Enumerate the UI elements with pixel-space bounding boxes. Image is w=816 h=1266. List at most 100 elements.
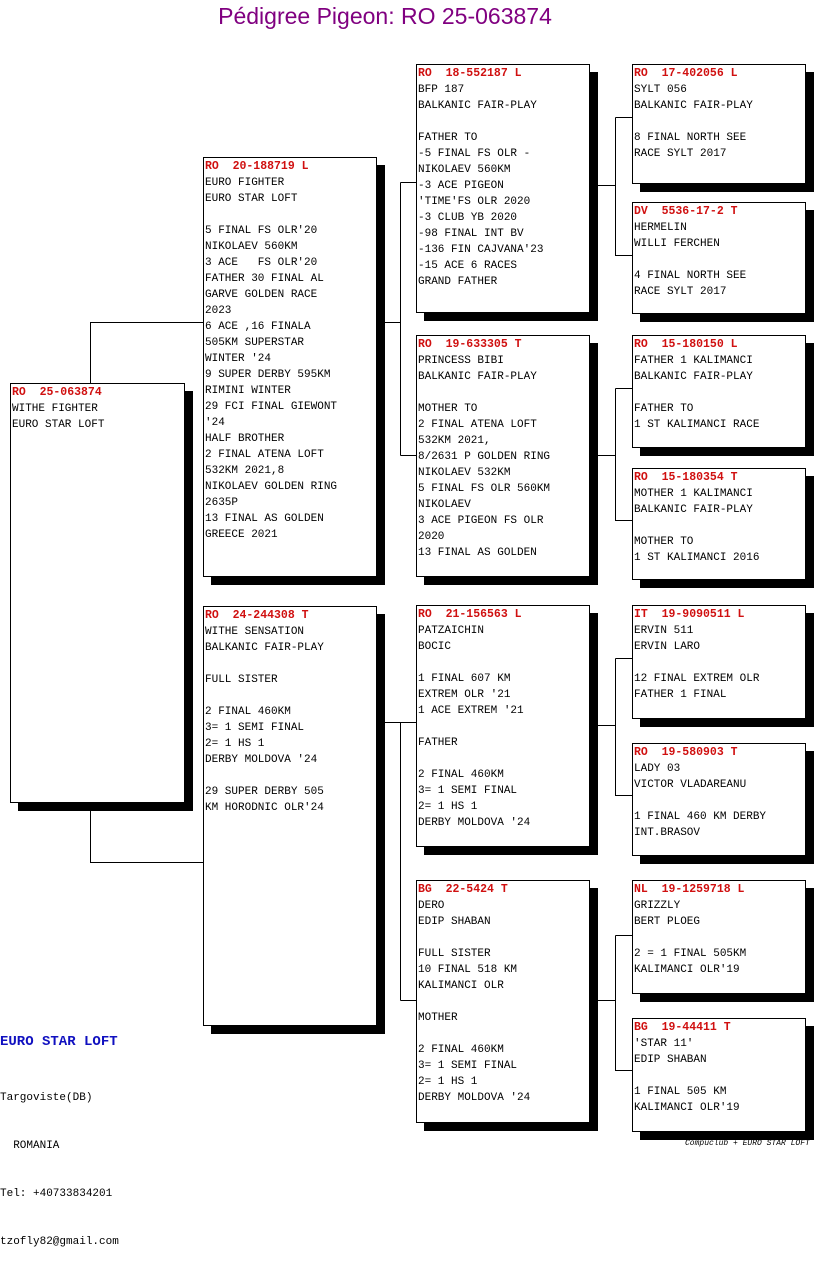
pigeon-info-line: 2 = 1 FINAL 505KM bbox=[634, 948, 747, 960]
ring-number: RO 25-063874 bbox=[12, 386, 102, 399]
pigeon-info-line: 2 FINAL 460KM bbox=[205, 706, 291, 718]
pigeon-info-line: LADY 03 bbox=[634, 763, 681, 775]
pedigree-connectors bbox=[90, 117, 632, 1071]
pigeon-info-line: 3= 1 SEMI FINAL bbox=[418, 1060, 518, 1072]
pigeon-info-line: SYLT 056 bbox=[634, 84, 687, 96]
pigeon-info-line bbox=[418, 751, 589, 767]
pigeon-info-line: 2635P bbox=[205, 497, 239, 509]
ring-number: NL 19-1259718 L bbox=[634, 883, 745, 896]
pigeon-info-line: MOTHER bbox=[418, 1012, 458, 1024]
ring-number: RO 15-180150 L bbox=[634, 338, 738, 351]
pigeon-info-line: NIKOLAEV 560KM bbox=[205, 241, 298, 253]
pigeon-info-line: MOTHER 1 KALIMANCI bbox=[634, 488, 753, 500]
pigeon-info-line: 3 ACE FS OLR'20 bbox=[205, 257, 318, 269]
pigeon-info-line: 2 FINAL 460KM bbox=[418, 1044, 504, 1056]
ring-number: IT 19-9090511 L bbox=[634, 608, 745, 621]
page-title: Pédigree Pigeon: RO 25-063874 bbox=[218, 3, 552, 29]
pigeon-info-line: NIKOLAEV GOLDEN RING bbox=[205, 481, 338, 493]
pigeon-info-line: EDIP SHABAN bbox=[418, 916, 491, 928]
pigeon-info-line: FULL SISTER bbox=[418, 948, 491, 960]
pigeon-info-line: KALIMANCI OLR'19 bbox=[634, 964, 740, 976]
pigeon-info-line: 8/2631 P GOLDEN RING bbox=[418, 451, 551, 463]
pigeon-info-line bbox=[418, 994, 589, 1010]
pigeon-info-line: RACE SYLT 2017 bbox=[634, 148, 727, 160]
pigeon-info-line: PRINCESS BIBI bbox=[418, 355, 504, 367]
pigeon-info-line: BALKANIC FAIR-PLAY bbox=[634, 371, 753, 383]
pigeon-info-line: NIKOLAEV 532KM bbox=[418, 467, 511, 479]
pigeon-card-ddd: BG 19-44411 T 'STAR 11' EDIP SHABAN 1 FINAL… bbox=[632, 1018, 806, 1132]
ring-number: RO 24-244308 T bbox=[205, 609, 309, 622]
software-credit: Compuclub + EURO STAR LOFT bbox=[685, 1139, 810, 1148]
pigeon-info-line: MOTHER TO bbox=[634, 536, 694, 548]
pigeon-info-line: 1 FINAL 505 KM bbox=[634, 1086, 727, 1098]
pigeon-info-line bbox=[634, 252, 805, 268]
pigeon-info-line: 3= 1 SEMI FINAL bbox=[418, 785, 518, 797]
pigeon-info-line: DERBY MOLDOVA '24 bbox=[205, 754, 318, 766]
ring-number: RO 20-188719 L bbox=[205, 160, 309, 173]
pigeon-info-line bbox=[418, 114, 589, 130]
ring-number: BG 22-5424 T bbox=[418, 883, 508, 896]
ring-number: DV 5536-17-2 T bbox=[634, 205, 738, 218]
breeder-address: Targoviste(DB) ROMANIA Tel: +40733834201… bbox=[0, 1058, 119, 1266]
pigeon-info-line bbox=[205, 768, 376, 784]
breeder-country: ROMANIA bbox=[0, 1140, 60, 1152]
pigeon-card-dsd: RO 19-580903 T LADY 03 VICTOR VLADAREANU 1 … bbox=[632, 743, 806, 856]
pigeon-info-line: INT.BRASOV bbox=[634, 827, 701, 839]
pigeon-info-line: RIMINI WINTER bbox=[205, 385, 291, 397]
pigeon-info-line: BALKANIC FAIR-PLAY bbox=[634, 100, 753, 112]
pigeon-info-line bbox=[634, 655, 805, 671]
pigeon-info-line: 13 FINAL AS GOLDEN bbox=[418, 547, 537, 559]
pigeon-info-line: 1 ST KALIMANCI RACE bbox=[634, 419, 760, 431]
pigeon-info-line: GARVE GOLDEN RACE bbox=[205, 289, 318, 301]
pigeon-info-line: '24 bbox=[205, 417, 225, 429]
ring-number: RO 19-633305 T bbox=[418, 338, 522, 351]
pigeon-info-line: NIKOLAEV 560KM bbox=[418, 164, 511, 176]
pigeon-info-line: -3 ACE PIGEON bbox=[418, 180, 504, 192]
pigeon-info-line: 'STAR 11' bbox=[634, 1038, 694, 1050]
pigeon-info-line: WILLI FERCHEN bbox=[634, 238, 720, 250]
pigeon-info-line bbox=[205, 688, 376, 704]
pigeon-info-line: -5 FINAL FS OLR - bbox=[418, 148, 531, 160]
pigeon-info-line: RACE SYLT 2017 bbox=[634, 286, 727, 298]
pigeon-info-line bbox=[418, 655, 589, 671]
pigeon-info-line: MOTHER TO bbox=[418, 403, 478, 415]
pigeon-info-line bbox=[418, 1026, 589, 1042]
ring-number: RO 17-402056 L bbox=[634, 67, 738, 80]
pigeon-info-line: 12 FINAL EXTREM OLR bbox=[634, 673, 760, 685]
pigeon-info-line: VICTOR VLADAREANU bbox=[634, 779, 747, 791]
pigeon-info-line: FULL SISTER bbox=[205, 674, 278, 686]
pigeon-info-line: BALKANIC FAIR-PLAY bbox=[418, 371, 537, 383]
pigeon-info-line: EDIP SHABAN bbox=[634, 1054, 707, 1066]
pigeon-info-line: GRAND FATHER bbox=[418, 276, 498, 288]
pigeon-info-line: FATHER bbox=[418, 737, 458, 749]
pigeon-info-line bbox=[205, 207, 376, 223]
pigeon-info-line: DERBY MOLDOVA '24 bbox=[418, 817, 531, 829]
pigeon-info-line bbox=[418, 930, 589, 946]
ring-number: RO 19-580903 T bbox=[634, 746, 738, 759]
pigeon-info-line bbox=[634, 385, 805, 401]
pigeon-info-line: 2023 bbox=[205, 305, 232, 317]
pigeon-info-line: BFP 187 bbox=[418, 84, 465, 96]
pigeon-info-line: 29 FCI FINAL GIEWONT bbox=[205, 401, 338, 413]
pigeon-info-line: HALF BROTHER bbox=[205, 433, 285, 445]
pigeon-info-line: EURO STAR LOFT bbox=[205, 193, 298, 205]
pigeon-info-line: PATZAICHIN bbox=[418, 625, 485, 637]
pigeon-info-line: 505KM SUPERSTAR bbox=[205, 337, 305, 349]
pigeon-info-line: 8 FINAL NORTH SEE bbox=[634, 132, 747, 144]
breeder-name: EURO STAR LOFT bbox=[0, 1034, 118, 1050]
pigeon-info-line: 3= 1 SEMI FINAL bbox=[205, 722, 305, 734]
pigeon-info-line: BERT PLOEG bbox=[634, 916, 701, 928]
pigeon-info-line: 1 FINAL 460 KM DERBY bbox=[634, 811, 767, 823]
pigeon-info-line: KALIMANCI OLR'19 bbox=[634, 1102, 740, 1114]
pigeon-info-line: 2 FINAL ATENA LOFT bbox=[205, 449, 324, 461]
pigeon-info-line: BALKANIC FAIR-PLAY bbox=[205, 642, 324, 654]
pigeon-info-line: EURO STAR LOFT bbox=[12, 419, 105, 431]
pigeon-info-line bbox=[205, 656, 376, 672]
ring-number: BG 19-44411 T bbox=[634, 1021, 731, 1034]
pigeon-info-line: DERO bbox=[418, 900, 445, 912]
